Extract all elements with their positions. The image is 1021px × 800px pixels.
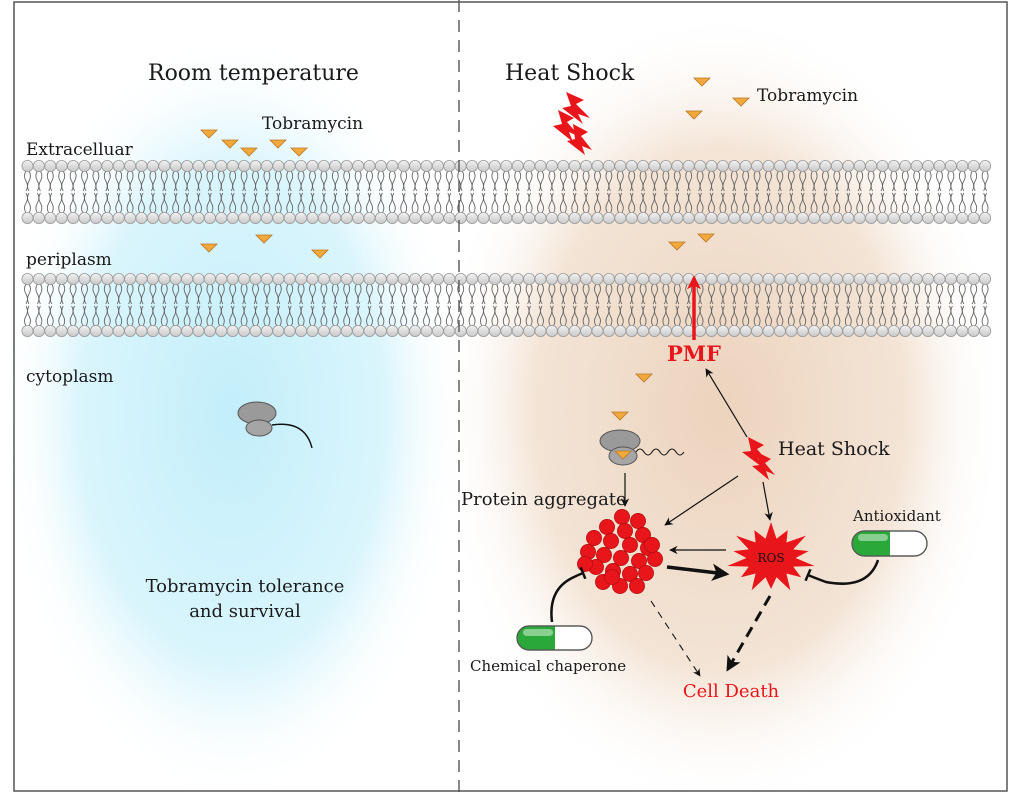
tobramycin-icon	[290, 147, 308, 157]
arrow-aggregate-to-ros	[666, 563, 730, 582]
tobramycin-icon	[221, 139, 239, 149]
pill-shine	[858, 534, 888, 541]
pill-shine	[523, 629, 553, 636]
inner-membrane	[21, 272, 992, 337]
arrow-heat-to-ros	[762, 481, 773, 521]
aggregate-protein-blob	[647, 551, 663, 567]
tobramycin-icon	[614, 450, 632, 460]
pill-green-half	[851, 531, 890, 556]
aggregate-protein-blob	[622, 566, 638, 582]
aggregate-protein-blob	[630, 513, 646, 529]
left-ribosome	[237, 401, 313, 449]
label-cytoplasm: cytoplasm	[26, 367, 114, 387]
starburst-icon	[727, 522, 815, 591]
cell-death-label: Cell Death	[683, 681, 780, 702]
pmf-label: PMF	[667, 341, 721, 366]
tobramycin-icon	[732, 97, 750, 107]
aggregate-protein-blob	[638, 565, 654, 581]
tobramycin-icon	[200, 243, 218, 253]
tobramycin-icon	[269, 139, 287, 149]
outer-membrane	[21, 159, 992, 224]
label-extracellular: Extracelluar	[26, 140, 134, 160]
aggregate-protein-blob	[631, 553, 647, 569]
pill-green-half	[517, 626, 555, 650]
tobramycin-icon	[668, 241, 686, 251]
protein-aggregate-label: Protein aggregate	[461, 489, 627, 510]
right-ribosome	[599, 429, 685, 466]
heat-shock-label: Heat Shock	[778, 438, 890, 460]
aggregate-protein-blob	[603, 533, 619, 549]
label-periplasm: periplasm	[26, 250, 112, 270]
aggregate-protein-blob	[613, 550, 629, 566]
left-tobramycin-molecules	[200, 129, 329, 259]
frame	[13, 1, 1008, 792]
ros-label: ROS	[757, 551, 784, 565]
antioxidant-label: Antioxidant	[852, 507, 941, 525]
inhibition-antioxidant-ros	[804, 559, 880, 585]
aggregate-protein-blob	[644, 537, 660, 553]
tobramycin-icon	[635, 373, 653, 383]
right-condition-title: Heat Shock	[505, 61, 635, 86]
pill-outline	[516, 625, 593, 651]
aggregate-protein-blob	[586, 530, 602, 546]
tobramycin-icon	[685, 110, 703, 120]
arrow-ros-to-death	[726, 595, 772, 672]
membranes	[21, 159, 992, 337]
lightning-bolt-icon	[742, 437, 775, 480]
aggregate-protein-blob	[622, 537, 638, 553]
tobramycin-icon	[693, 77, 711, 87]
tobramycin-icon	[697, 233, 715, 243]
aggregate-protein-blob	[577, 556, 593, 572]
protein-aggregate	[577, 509, 663, 594]
left-tobramycin-label: Tobramycin	[262, 114, 363, 134]
tobramycin-icon	[611, 411, 629, 421]
mrna-strand	[271, 423, 313, 449]
aggregate-protein-blob	[599, 519, 615, 535]
aggregate-protein-blob	[596, 547, 612, 563]
arrow-heat-to-pmf	[705, 368, 748, 438]
right-tobramycin-molecules	[611, 77, 750, 421]
chaperone-pill	[516, 625, 593, 651]
arrow-aggregate-to-death	[650, 600, 701, 677]
tobramycin-icon	[200, 129, 218, 139]
tobramycin-icon	[255, 234, 273, 244]
tobramycin-icon	[240, 147, 258, 157]
left-outcome-line1: Tobramycin tolerance	[146, 576, 345, 597]
tobramycin-icon	[311, 249, 329, 259]
inhibition-chaperone-aggregate	[550, 566, 587, 623]
aggregate-protein-blob	[614, 509, 630, 525]
arrow-heat-to-aggregate	[664, 475, 739, 526]
chemical-chaperone-label: Chemical chaperone	[470, 657, 626, 675]
pill-outline	[851, 530, 928, 557]
ribosome-small-subunit	[245, 419, 273, 437]
aggregate-protein-blob	[604, 569, 620, 585]
antioxidant-pill	[851, 530, 928, 557]
right-tobramycin-label: Tobramycin	[757, 86, 858, 106]
aggregate-protein-blob	[629, 578, 645, 594]
aggregate-protein-blob	[617, 523, 633, 539]
left-condition-title: Room temperature	[148, 61, 359, 86]
mrna-strand	[635, 448, 685, 456]
left-outcome-line2: and survival	[189, 601, 301, 622]
lightning-bolt-icon	[553, 92, 592, 155]
